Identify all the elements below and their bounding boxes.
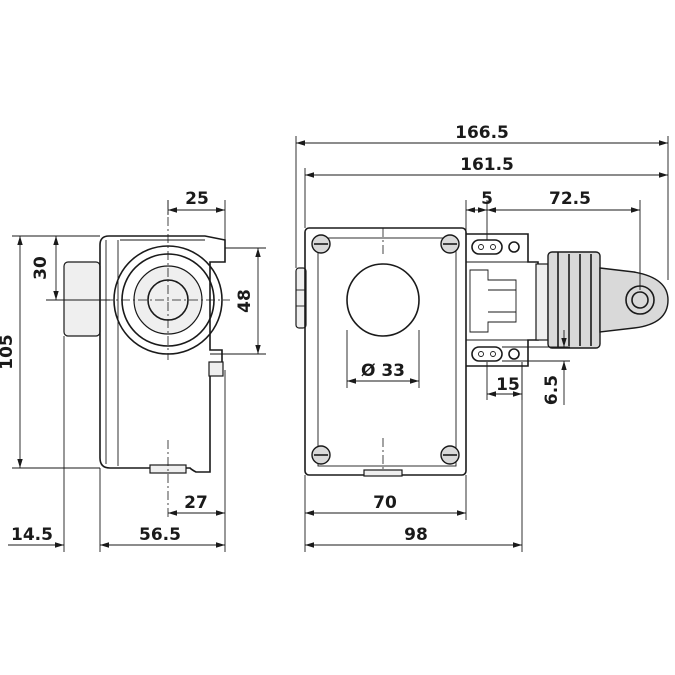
dim-25: 25 — [185, 189, 209, 209]
dim-56-5: 56.5 — [139, 525, 181, 545]
dim-70: 70 — [373, 493, 397, 513]
dim-14-5: 14.5 — [11, 525, 53, 545]
dim-30: 30 — [31, 256, 51, 280]
front-housing — [304, 227, 467, 476]
front-bottom-screw — [363, 469, 403, 477]
lower-hole — [508, 348, 520, 360]
dim-166-5: 166.5 — [455, 123, 509, 143]
center-bore — [346, 263, 420, 337]
upper-slot — [471, 239, 503, 255]
upper-hole — [508, 241, 520, 253]
dim-161-5: 161.5 — [460, 155, 514, 175]
dim-5: 5 — [481, 189, 493, 209]
rear-boss — [63, 261, 101, 337]
corner-screws — [311, 234, 460, 465]
dim-48: 48 — [235, 289, 255, 313]
dimensions: 166.5 161.5 5 72.5 Ø 33 15 6.5 — [0, 123, 669, 552]
bellows-flange — [535, 263, 549, 341]
dim-105: 105 — [0, 334, 17, 370]
lower-slot — [471, 346, 503, 362]
dim-98: 98 — [404, 525, 428, 545]
inner-mechanism — [469, 269, 517, 333]
bellows — [547, 251, 601, 349]
front-view — [295, 227, 669, 477]
side-housing — [99, 235, 226, 473]
side-view — [63, 200, 230, 520]
front-housing-inner — [317, 237, 457, 467]
dim-6-5: 6.5 — [542, 375, 562, 405]
dim-dia-33: Ø 33 — [361, 361, 405, 381]
dim-72-5: 72.5 — [549, 189, 591, 209]
dim-15: 15 — [496, 375, 520, 395]
eyelet-hole — [631, 291, 649, 309]
front-left-hub — [295, 267, 307, 329]
dim-27: 27 — [184, 493, 208, 513]
eyelet — [599, 267, 669, 333]
side-lower-tab — [208, 361, 224, 377]
